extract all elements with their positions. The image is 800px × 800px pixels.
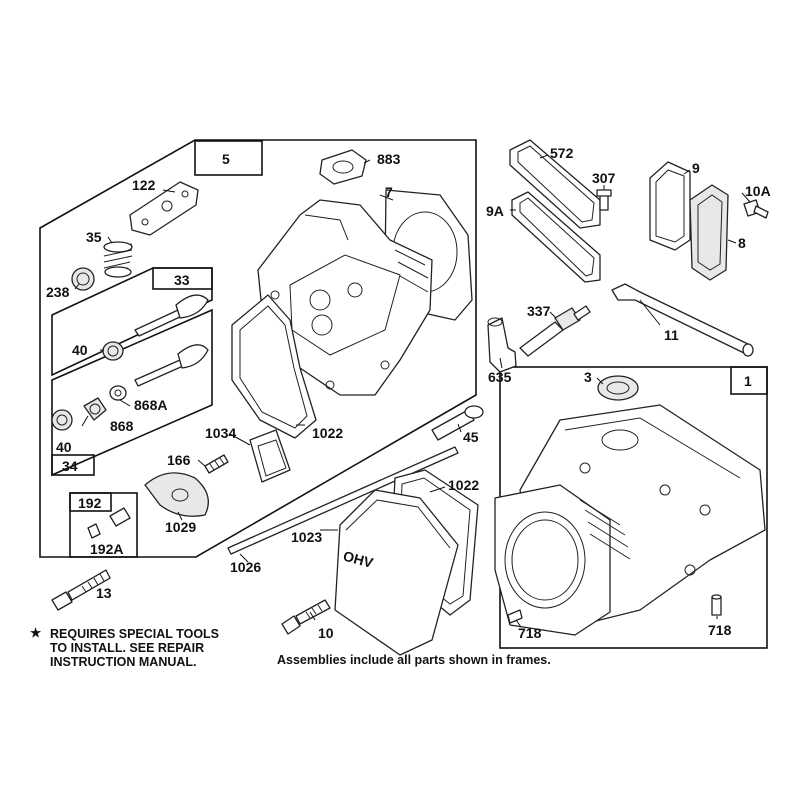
label-7: 7: [385, 184, 393, 200]
valve-seal-868: [83, 397, 107, 421]
label-8: 8: [738, 235, 746, 251]
label-40-lower: 40: [56, 439, 72, 455]
stud-166: [204, 454, 229, 474]
bolt-10: [281, 599, 331, 635]
label-1034: 1034: [205, 425, 236, 441]
note-special-tools-line1: REQUIRES SPECIAL TOOLS: [50, 627, 219, 641]
frame-34-tag: [51, 454, 95, 476]
push-rod-guide-45: [431, 405, 484, 441]
spark-plug-337: [519, 305, 591, 357]
breather-tube-11: [611, 283, 754, 357]
label-1023: 1023: [291, 529, 322, 545]
intake-gasket-883: [319, 149, 367, 185]
label-1029: 1029: [165, 519, 196, 535]
bracket-122: [129, 181, 199, 236]
label-192: 192: [78, 495, 102, 511]
ohv-embossing: OHV: [341, 548, 375, 571]
dowel-pin-718-left: [507, 609, 523, 624]
label-307: 307: [592, 170, 616, 186]
label-635: 635: [488, 369, 512, 385]
frame-5-cylinder-head-assembly: [39, 139, 477, 558]
label-718-left: 718: [518, 625, 542, 641]
frame-5-tag: [194, 140, 263, 176]
label-10: 10: [318, 625, 334, 641]
breather-cover-8: [689, 184, 729, 281]
bolt-10A: [743, 199, 769, 219]
label-572: 572: [550, 145, 574, 161]
label-9A: 9A: [486, 203, 504, 219]
bolt-13: [51, 569, 111, 611]
label-122: 122: [132, 177, 156, 193]
note-special-tools-line3: INSTRUCTION MANUAL.: [50, 655, 197, 669]
label-337: 337: [527, 303, 551, 319]
label-166: 166: [167, 452, 191, 468]
gasket-572: [509, 139, 601, 229]
label-33: 33: [174, 272, 190, 288]
label-868A: 868A: [134, 397, 167, 413]
note-assemblies: Assemblies include all parts shown in fr…: [277, 653, 551, 667]
label-5: 5: [222, 151, 230, 167]
label-1: 1: [744, 373, 752, 389]
rocker-cover-1023: [334, 489, 459, 656]
screw-307: [596, 189, 612, 211]
leader-lines: [74, 154, 751, 628]
elbow-635: [487, 317, 517, 373]
label-11: 11: [664, 327, 679, 343]
valve-collar-40-upper: [102, 341, 124, 361]
label-868: 868: [110, 418, 134, 434]
label-35: 35: [86, 229, 102, 245]
valve-collar-40-lower: [51, 409, 73, 431]
push-rod-1026: [227, 446, 459, 555]
star-icon: ★: [30, 626, 42, 640]
label-10A: 10A: [745, 183, 771, 199]
oil-seal-3: [597, 375, 639, 401]
exhaust-valve-33: [134, 294, 209, 337]
label-40-upper: 40: [72, 342, 88, 358]
valve-cap-238: [71, 267, 95, 291]
frame-1-tag: [730, 366, 768, 395]
frame-192-tag: [69, 492, 112, 512]
dowel-pin-718-right: [711, 594, 722, 616]
adjusting-screw-192A: [87, 507, 131, 539]
label-883: 883: [377, 151, 401, 167]
breather-plate-1034: [249, 429, 291, 483]
label-9: 9: [692, 160, 700, 176]
label-192A: 192A: [90, 541, 123, 557]
label-13: 13: [96, 585, 112, 601]
cylinder-bore: [494, 484, 631, 636]
label-1026: 1026: [230, 559, 261, 575]
label-1022-lower: 1022: [448, 477, 479, 493]
gasket-9: [649, 161, 691, 251]
gasket-9A: [511, 191, 601, 283]
valve-spring-35: [103, 241, 133, 278]
label-1022-upper: 1022: [312, 425, 343, 441]
intake-valve-34: [134, 344, 209, 387]
label-45: 45: [463, 429, 479, 445]
rocker-cover-gasket-1022: [231, 294, 317, 439]
label-3: 3: [584, 369, 592, 385]
label-718-right: 718: [708, 622, 732, 638]
washer-868A: [109, 385, 127, 401]
note-special-tools-line2: TO INSTALL. SEE REPAIR: [50, 641, 204, 655]
frame-34-intake-valve: [51, 308, 213, 477]
label-238: 238: [46, 284, 70, 300]
frame-33-tag: [152, 267, 213, 290]
label-34: 34: [62, 458, 78, 474]
rocker-1029: [144, 472, 209, 517]
